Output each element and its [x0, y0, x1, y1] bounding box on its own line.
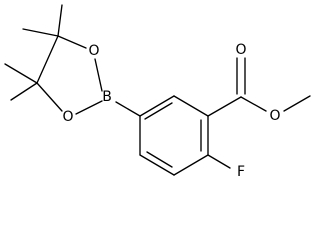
atom-label-boron: B [102, 89, 112, 105]
bond-ring-to-boron [115, 101, 141, 117]
ring-double-bond-inner-1 [144, 102, 173, 120]
ring-bond-c2-c3 [139, 95, 175, 117]
bond-methyl-upper-1 [57, 4, 63, 37]
bond-methyl-lower-1 [4, 63, 38, 84]
ring-bond-c4-c5 [139, 154, 175, 176]
bond-ring-to-fluorine [207, 154, 231, 169]
atom-labels-group: O O F B O O [62, 42, 280, 180]
atom-label-ester-oxygen: O [269, 108, 280, 124]
bond-methyl-lower-2 [10, 82, 38, 101]
bond-upper-oxygen-to-carbon [57, 35, 87, 49]
atom-label-fluorine: F [237, 164, 245, 180]
bond-carbon-to-ester-oxygen [240, 96, 267, 112]
bond-methyl-upper-2 [22, 28, 59, 37]
bond-dioxaborolane-cc [36, 35, 59, 84]
bond-boron-to-upper-oxygen [94, 58, 103, 92]
chemical-structure-diagram: O O F B O O [4, 4, 311, 180]
atom-label-carbonyl-oxygen: O [235, 42, 246, 58]
atom-label-ring-oxygen-lower: O [62, 109, 73, 125]
bond-ester-oxygen-to-methyl [283, 95, 311, 112]
bond-lower-oxygen-to-carbon [36, 82, 63, 112]
bond-ring-to-carbonyl-carbon [207, 96, 242, 117]
ring-double-bond-inner-2 [146, 151, 173, 168]
bond-boron-to-lower-oxygen [75, 100, 103, 115]
bonds-group [4, 4, 311, 176]
ring-bond-c1-c2 [173, 95, 209, 117]
atom-label-ring-oxygen-upper: O [88, 43, 99, 59]
ring-bond-c5-c6 [173, 154, 209, 176]
